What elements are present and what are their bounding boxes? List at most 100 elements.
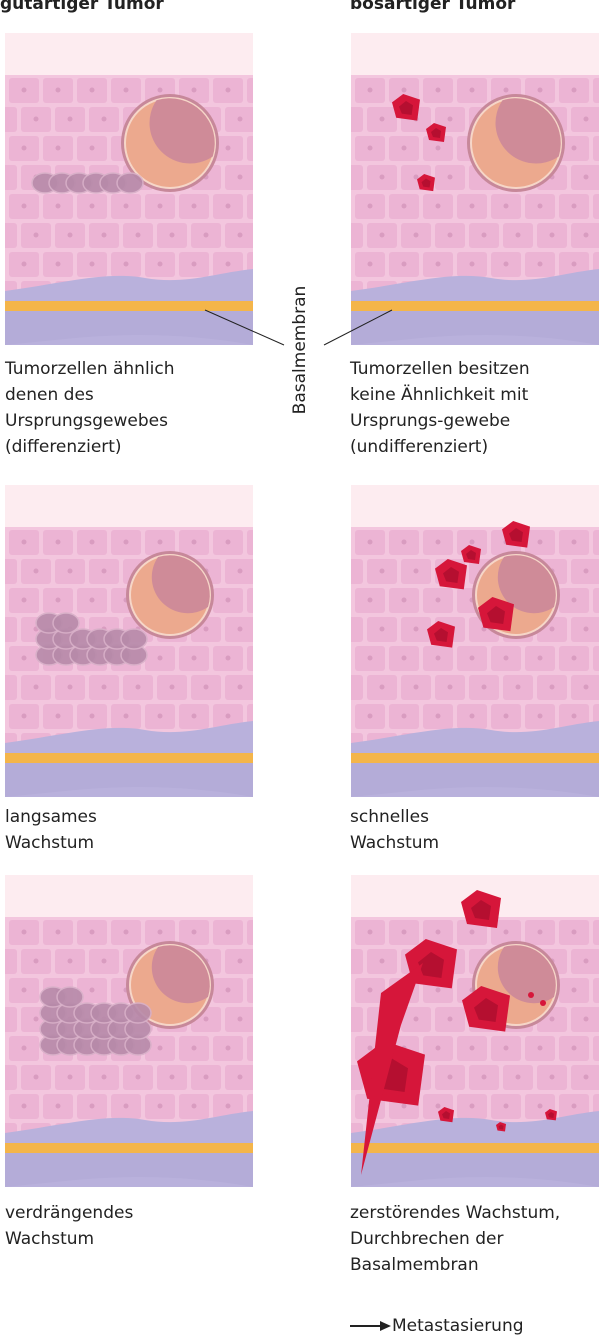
cell-nucleus — [537, 1103, 543, 1109]
cell-nucleus — [549, 1016, 555, 1022]
cell-nucleus — [21, 597, 27, 603]
malignant-cell-core — [434, 628, 448, 642]
tumor-cell-in-vessel — [540, 1000, 546, 1006]
epithelial-cell — [593, 194, 599, 219]
surface-layer — [5, 875, 253, 917]
cell-nucleus — [367, 203, 373, 209]
benign-caption-growth-type: verdrängendes Wachstum — [5, 1203, 134, 1249]
basement-membrane — [5, 753, 253, 763]
cell-nucleus — [549, 232, 555, 238]
blood-vessel-crescent — [151, 555, 210, 614]
cell-nucleus — [21, 145, 27, 151]
epithelial-cell — [247, 646, 253, 671]
surface-layer — [351, 33, 599, 75]
cell-nucleus — [191, 1103, 197, 1109]
epithelial-cell — [247, 530, 253, 555]
cell-nucleus — [237, 958, 243, 964]
cell-nucleus — [21, 655, 27, 661]
cell-nucleus — [401, 145, 407, 151]
cell-nucleus — [157, 929, 163, 935]
cell-nucleus — [503, 929, 509, 935]
epithelial-cell — [593, 588, 599, 613]
cell-nucleus — [367, 145, 373, 151]
cell-nucleus — [89, 1103, 95, 1109]
cell-nucleus — [583, 568, 589, 574]
cell-nucleus — [123, 539, 129, 545]
epithelial-cell — [593, 530, 599, 555]
cell-nucleus — [401, 655, 407, 661]
epithelial-cell — [5, 1065, 17, 1090]
cell-nucleus — [123, 713, 129, 719]
benign-panel-differentiation — [5, 33, 253, 345]
cell-nucleus — [135, 684, 141, 690]
cell-nucleus — [571, 655, 577, 661]
epithelial-cell — [5, 617, 17, 642]
cell-nucleus — [237, 232, 243, 238]
tumor-cell-in-vessel — [528, 992, 534, 998]
cell-nucleus — [67, 1074, 73, 1080]
cell-nucleus — [123, 261, 129, 267]
cell-nucleus — [537, 713, 543, 719]
cell-nucleus — [237, 568, 243, 574]
cell-nucleus — [191, 713, 197, 719]
cell-nucleus — [157, 87, 163, 93]
cell-nucleus — [101, 1074, 107, 1080]
malignant-header: bösartiger Tumor — [350, 0, 516, 14]
cell-nucleus — [435, 87, 441, 93]
cell-nucleus — [55, 203, 61, 209]
cell-nucleus — [571, 145, 577, 151]
cell-nucleus — [157, 655, 163, 661]
cell-nucleus — [55, 713, 61, 719]
cell-nucleus — [169, 684, 175, 690]
cell-nucleus — [225, 929, 231, 935]
cell-nucleus — [367, 1045, 373, 1051]
connective-tissue — [351, 1153, 599, 1187]
metastasis-line: Metastasierung — [350, 1287, 524, 1339]
cell-nucleus — [367, 987, 373, 993]
cell-nucleus — [89, 597, 95, 603]
cell-nucleus — [413, 232, 419, 238]
cell-nucleus — [101, 116, 107, 122]
cell-nucleus — [191, 539, 197, 545]
cell-nucleus — [225, 261, 231, 267]
cell-nucleus — [571, 713, 577, 719]
epithelial-cell — [351, 165, 363, 190]
cell-nucleus — [503, 655, 509, 661]
connective-tissue — [351, 311, 599, 345]
cell-nucleus — [481, 1074, 487, 1080]
cell-nucleus — [503, 713, 509, 719]
cell-nucleus — [21, 987, 27, 993]
cell-nucleus — [225, 655, 231, 661]
cell-nucleus — [123, 203, 129, 209]
cell-nucleus — [435, 929, 441, 935]
epithelial-cell — [247, 920, 253, 945]
cell-nucleus — [203, 684, 209, 690]
cell-nucleus — [157, 1103, 163, 1109]
cell-nucleus — [537, 87, 543, 93]
cell-nucleus — [503, 1045, 509, 1051]
cell-nucleus — [401, 87, 407, 93]
malignant-cell-core — [431, 128, 441, 138]
cell-nucleus — [367, 597, 373, 603]
cell-nucleus — [401, 261, 407, 267]
cell-nucleus — [537, 539, 543, 545]
cell-nucleus — [33, 684, 39, 690]
epithelial-cell — [5, 165, 17, 190]
cell-nucleus — [469, 1045, 475, 1051]
malignant-cell-core — [399, 101, 413, 115]
malignant-panel-growth-type — [351, 875, 599, 1187]
epithelial-cell — [593, 1036, 599, 1061]
cell-nucleus — [21, 203, 27, 209]
epithelial-cell — [5, 107, 17, 132]
basement-membrane-leader-lines — [204, 309, 393, 346]
cell-nucleus — [225, 713, 231, 719]
epithelial-cell — [247, 78, 253, 103]
cell-nucleus — [367, 655, 373, 661]
epithelial-cell — [593, 920, 599, 945]
malignant-cell-core — [487, 606, 505, 624]
cell-nucleus — [435, 539, 441, 545]
cell-nucleus — [435, 987, 441, 993]
connective-tissue — [5, 1153, 253, 1187]
epithelial-cell — [593, 136, 599, 161]
epithelial-cell — [247, 978, 253, 1003]
